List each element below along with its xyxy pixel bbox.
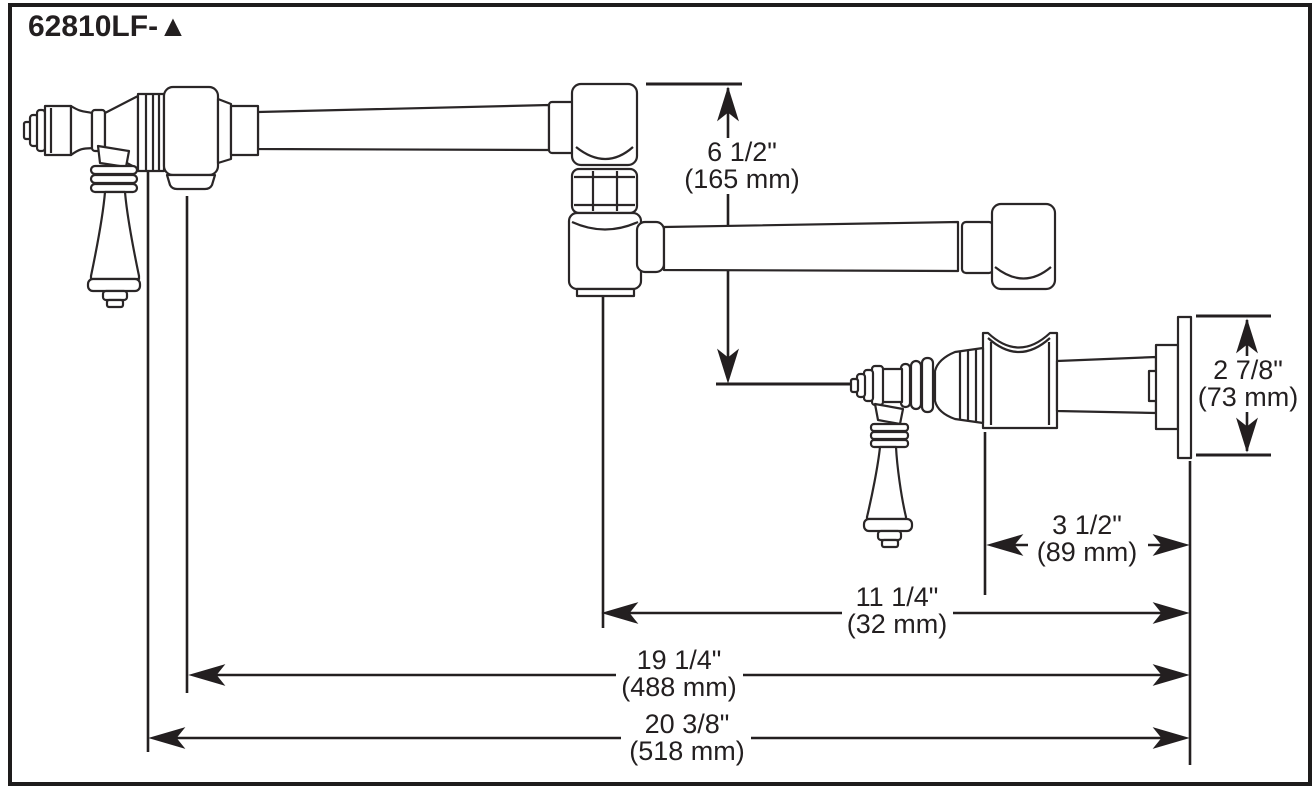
lower-pipe: [662, 220, 960, 273]
wall-valve-assembly: [849, 315, 1193, 549]
arrow-down-icon: [717, 348, 739, 384]
lower-elbow: [990, 202, 1057, 291]
dimension-swing-lines: [601, 602, 1190, 624]
dimension-mm: (73 mm): [1197, 382, 1299, 412]
dimension-label-reach-full: 20 3/8" (518 mm): [626, 710, 748, 766]
dimension-inches: 3 1/2": [1052, 510, 1122, 540]
dimension-mm: (32 mm): [846, 609, 948, 639]
dimension-annotations: [146, 82, 1271, 765]
arrow-left-icon: [148, 727, 186, 749]
wall-plate: [1176, 315, 1193, 460]
arrow-right-icon: [1152, 727, 1190, 749]
dimension-label-drop: 6 1/2" (165 mm): [681, 138, 803, 194]
spout-body: [43, 104, 73, 157]
wall-elbow: [960, 202, 1057, 291]
wall-supply-pipe: [1055, 355, 1158, 415]
dimension-wall-offset-lines: [986, 534, 1190, 556]
wall-valve-body: [981, 331, 1059, 430]
dimension-label-wall-offset: 3 1/2" (89 mm): [1033, 510, 1141, 567]
arrow-right-icon: [1152, 602, 1190, 624]
dimension-mm: (488 mm): [621, 672, 737, 702]
dimension-mm: (165 mm): [684, 164, 800, 194]
dimension-reach-full-lines: [148, 727, 1190, 749]
spout-handle-lever: [89, 190, 141, 281]
dimension-inches: 11 1/4": [855, 582, 939, 612]
dimension-label-reach-inner: 19 1/4" (488 mm): [618, 646, 740, 702]
hex-nut: [570, 167, 639, 215]
upper-elbow: [570, 82, 639, 167]
arrow-left-icon: [601, 602, 639, 624]
arrow-left-icon: [188, 664, 226, 686]
dimension-drop-lines: [646, 82, 858, 386]
dimension-inches: 2 7/8": [1213, 355, 1283, 385]
dimension-mm: (89 mm): [1036, 537, 1138, 567]
arrow-right-icon: [1152, 664, 1190, 686]
spout-valve-body: [162, 85, 220, 177]
dimension-mm: (518 mm): [629, 736, 745, 766]
mounting-collar: [1154, 343, 1180, 431]
swivel-joint: [547, 82, 960, 298]
arrow-down-icon: [1236, 417, 1258, 453]
dimension-label-plate: 2 7/8" (73 mm): [1194, 355, 1302, 412]
dimension-label-swing: 11 1/4" (32 mm): [843, 582, 951, 639]
arrow-up-icon: [1236, 318, 1258, 354]
arrow-up-icon: [717, 86, 739, 122]
wall-valve-handle: [862, 402, 914, 549]
spout-handle: [86, 144, 142, 309]
model-number: 62810LF-▲: [28, 10, 188, 43]
dimension-inches: 20 3/8": [644, 709, 730, 739]
extension-lines: [146, 166, 1192, 765]
arrow-left-icon: [986, 534, 1024, 556]
upper-pipe: [256, 103, 551, 152]
dimension-reach-inner-lines: [188, 664, 1190, 686]
dimension-inches: 19 1/4": [636, 645, 722, 675]
dimension-inches: 6 1/2": [707, 137, 777, 167]
wall-handle-lever: [865, 445, 908, 521]
arrow-right-icon: [1152, 534, 1190, 556]
spout-arm-assembly: [22, 85, 551, 309]
